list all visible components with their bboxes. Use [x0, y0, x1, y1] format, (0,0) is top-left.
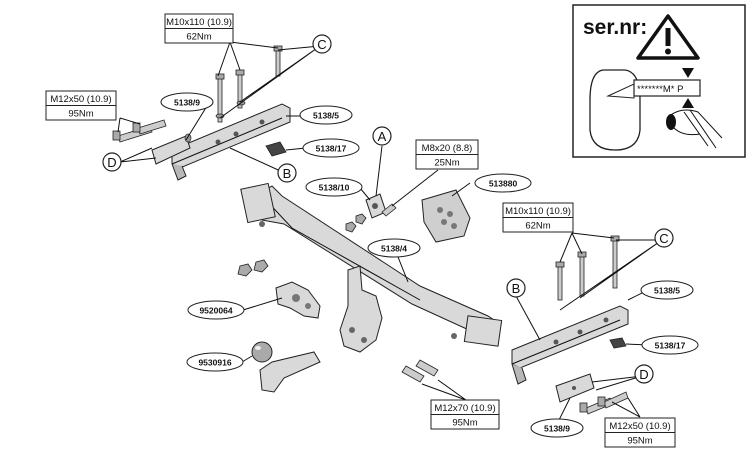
ball-mount-bracket [339, 265, 383, 353]
callout-b-left: B [277, 163, 297, 183]
left-horizontal-bolts [112, 119, 192, 143]
spec-m8: M8x20 (8.8) 25Nm [415, 139, 479, 170]
tow-ball-socket-9520064 [275, 281, 321, 319]
spec-m12-right-torque: 95Nm [627, 436, 652, 447]
spec-m12-left-torque: 95Nm [68, 109, 93, 120]
spec-m10-right: M10x110 (10.9) 62Nm [502, 202, 574, 233]
spec-m12x70-torque: 95Nm [452, 418, 477, 429]
callout-c-left-label: C [317, 37, 326, 52]
spec-m10-left: M10x110 (10.9) 62Nm [164, 13, 234, 44]
label-9530916: 9530916 [186, 352, 244, 372]
label-5138-17-right: 5138/17 [641, 335, 699, 355]
left-square-washer-5138-17 [265, 141, 287, 157]
warning-triangle-icon [636, 14, 700, 60]
loose-nuts [237, 259, 269, 277]
label-5138-4-text: 5138/4 [381, 244, 407, 254]
label-9520064-text: 9520064 [199, 306, 232, 316]
right-small-plate-5138-9 [555, 373, 595, 403]
right-square-washer-5138-17 [609, 337, 627, 349]
spec-m12-left: M12x50 (10.9) 95Nm [45, 90, 117, 121]
spec-m10-right-size: M10x110 (10.9) [505, 206, 571, 217]
callout-a-label: A [378, 129, 387, 144]
spec-m10-left-torque: 62Nm [186, 32, 211, 43]
label-5138-9-left-text: 5138/9 [174, 98, 200, 108]
callout-c-right: C [654, 228, 674, 248]
spec-m12-right-size: M12x50 (10.9) [609, 421, 670, 432]
spec-m8-torque: 25Nm [434, 158, 459, 169]
spec-m12x70-size: M12x70 (10.9) [434, 403, 495, 414]
label-9520064: 9520064 [187, 300, 245, 320]
label-5138-9-left: 5138/9 [160, 92, 214, 112]
right-horizontal-bolts [579, 391, 629, 415]
tow-ball-9530916 [251, 341, 321, 393]
spec-m10-right-torque: 62Nm [525, 221, 550, 232]
right-vertical-bolts [555, 235, 620, 301]
callout-c-right-label: C [659, 231, 668, 246]
label-5138-9-right-text: 5138/9 [544, 424, 570, 434]
label-5138-10-text: 5138/10 [319, 183, 350, 193]
spec-m12-right: M12x50 (10.9) 95Nm [604, 417, 676, 448]
spec-m12-left-size: M12x50 (10.9) [50, 94, 111, 105]
label-5138-5-right-text: 5138/5 [654, 286, 680, 296]
callout-d-right: D [634, 364, 654, 384]
label-9530916-text: 9530916 [198, 358, 231, 368]
m12x70-bolts [401, 359, 439, 383]
spec-m10-left-size: M10x110 (10.9) [166, 17, 232, 28]
serial-number-panel: ser.nr: *******M* P [572, 4, 746, 158]
left-small-plate-5138-9 [151, 135, 191, 165]
left-side-bracket-5138-5 [171, 103, 291, 181]
callout-b-right: B [506, 278, 526, 298]
callout-d-right-label: D [639, 367, 648, 382]
serial-title: ser.nr: [583, 16, 647, 39]
label-5138-5-right: 5138/5 [640, 280, 694, 300]
callout-d-left: D [102, 152, 122, 172]
center-nuts [345, 213, 367, 233]
eye-icon [666, 109, 723, 149]
label-5138-5-left: 5138/5 [299, 105, 353, 125]
callout-b-right-label: B [512, 281, 521, 296]
label-5138-9-right: 5138/9 [530, 418, 584, 438]
main-cross-beam-5138-4 [240, 182, 503, 347]
callout-c-left: C [312, 34, 332, 54]
spec-m12x70: M12x70 (10.9) 95Nm [430, 399, 500, 430]
label-5138-4: 5138/4 [367, 238, 421, 258]
label-5138-5-left-text: 5138/5 [313, 111, 339, 121]
right-side-bracket-5138-5 [511, 305, 629, 385]
plate-code: *******M* P [637, 84, 683, 95]
id-plate-illustration: *******M* P [589, 68, 701, 151]
callout-d-left-label: D [107, 155, 116, 170]
callout-b-left-label: B [283, 166, 292, 181]
bracket-5138-10 [365, 193, 387, 219]
label-513880: 513880 [474, 173, 532, 193]
label-5138-17-left: 5138/17 [302, 138, 360, 158]
callout-a: A [372, 126, 392, 146]
spec-m8-size: M8x20 (8.8) [422, 143, 473, 154]
m8-bolt [381, 203, 397, 217]
electrical-socket-plate-513880 [421, 189, 471, 243]
label-5138-17-right-text: 5138/17 [655, 341, 686, 351]
label-513880-text: 513880 [489, 179, 518, 189]
label-5138-10: 5138/10 [305, 177, 363, 197]
label-5138-17-left-text: 5138/17 [316, 144, 347, 154]
